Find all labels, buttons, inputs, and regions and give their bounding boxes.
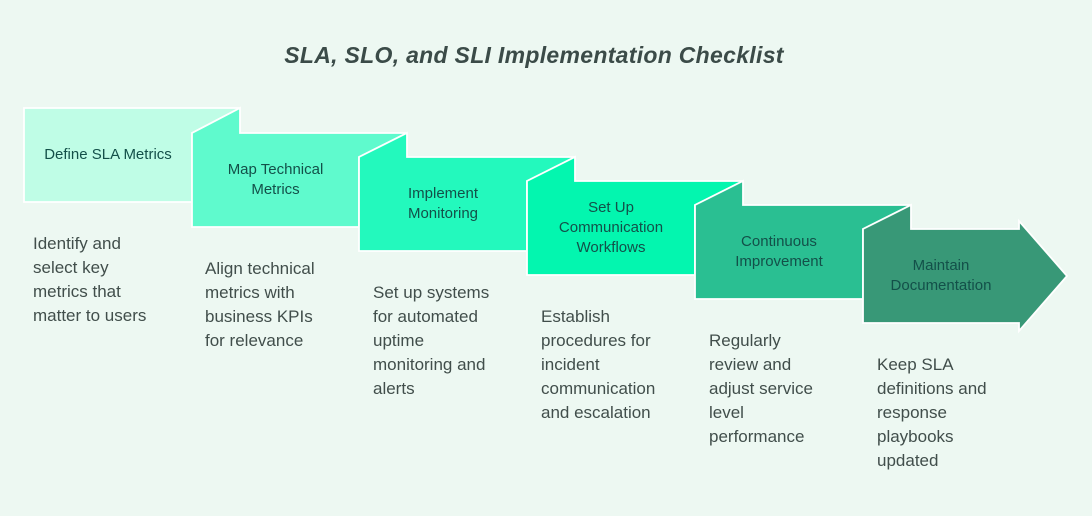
- step-1-label-box: Define SLA Metrics: [24, 108, 192, 202]
- step-6-label-box: Maintain Documentation: [863, 229, 1019, 323]
- step-2-label: Map Technical Metrics: [227, 160, 324, 198]
- step-1-label: Define SLA Metrics: [44, 145, 172, 163]
- step-3-description: Set up systems for automated uptime moni…: [373, 283, 490, 398]
- step-4-label: Set Up Communication Workflows: [558, 198, 664, 257]
- step-5-label-box: Continuous Improvement: [695, 205, 863, 299]
- step-6-label: Maintain Documentation: [890, 256, 992, 294]
- step-1-description: Identify and select key metrics that mat…: [33, 234, 147, 325]
- step-5-label: Continuous Improvement: [735, 232, 823, 270]
- step-3-label-box: Implement Monitoring: [359, 157, 527, 251]
- step-3-label: Implement Monitoring: [407, 184, 479, 222]
- step-5-description: Regularly review and adjust service leve…: [709, 331, 813, 446]
- step-6-description: Keep SLA definitions and response playbo…: [877, 355, 987, 470]
- step-shape-6-arrow: [862, 203, 1069, 334]
- step-2-description: Align technical metrics with business KP…: [205, 259, 315, 350]
- step-4-description: Establish procedures for incident commun…: [541, 307, 656, 422]
- step-4-label-box: Set Up Communication Workflows: [527, 181, 695, 275]
- step-2-label-box: Map Technical Metrics: [192, 133, 359, 227]
- diagram-title: SLA, SLO, and SLI Implementation Checkli…: [284, 42, 784, 68]
